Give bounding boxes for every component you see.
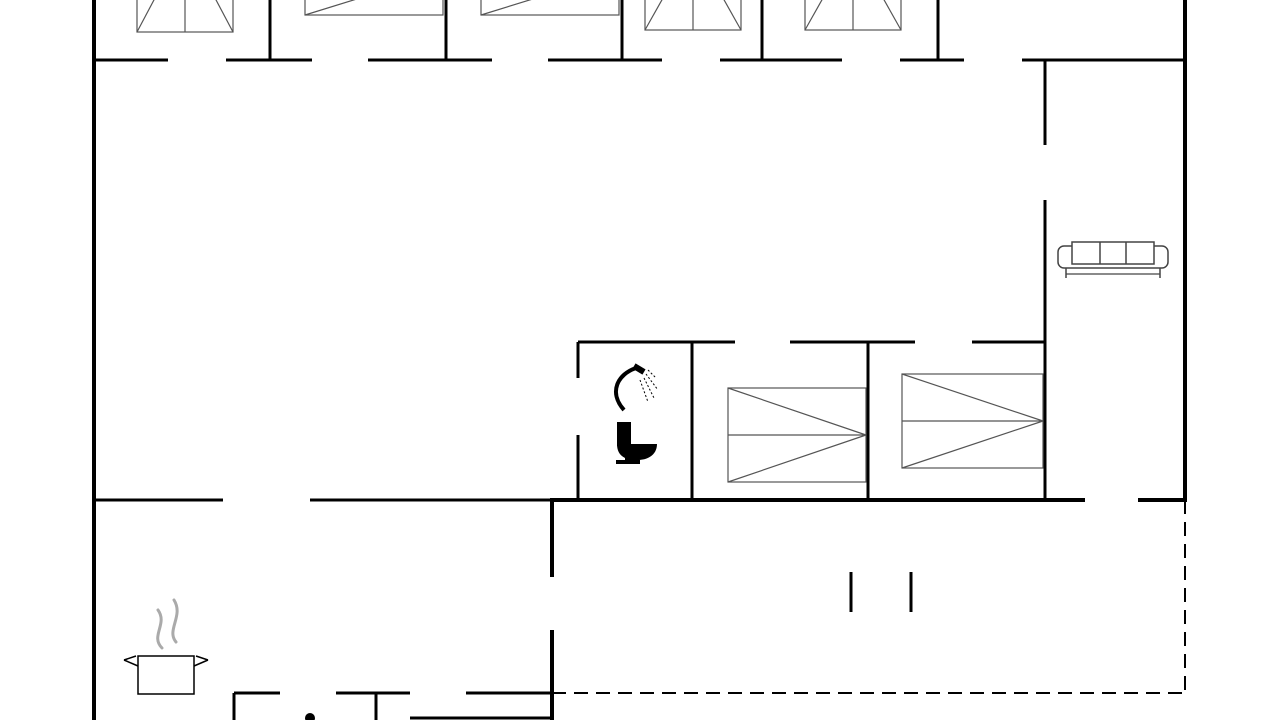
kitchen-area	[94, 498, 552, 720]
bed-icon	[136, 0, 234, 33]
bed-icon	[304, 0, 444, 16]
bed-icon	[804, 0, 902, 31]
bed-icon	[644, 0, 742, 31]
shower-icon	[614, 363, 659, 412]
terrace-area	[552, 500, 1186, 694]
toilet-icon	[616, 422, 657, 464]
sofa-icon	[1057, 241, 1169, 278]
top-bedroom-row	[94, 0, 1185, 62]
cooking-pot-icon	[123, 598, 209, 695]
bed-icon	[901, 373, 1044, 469]
bed-icon	[727, 387, 867, 483]
outer-walls	[92, 0, 1187, 720]
bed-icon	[480, 0, 620, 16]
bath-bedroom-block	[576, 340, 1045, 500]
